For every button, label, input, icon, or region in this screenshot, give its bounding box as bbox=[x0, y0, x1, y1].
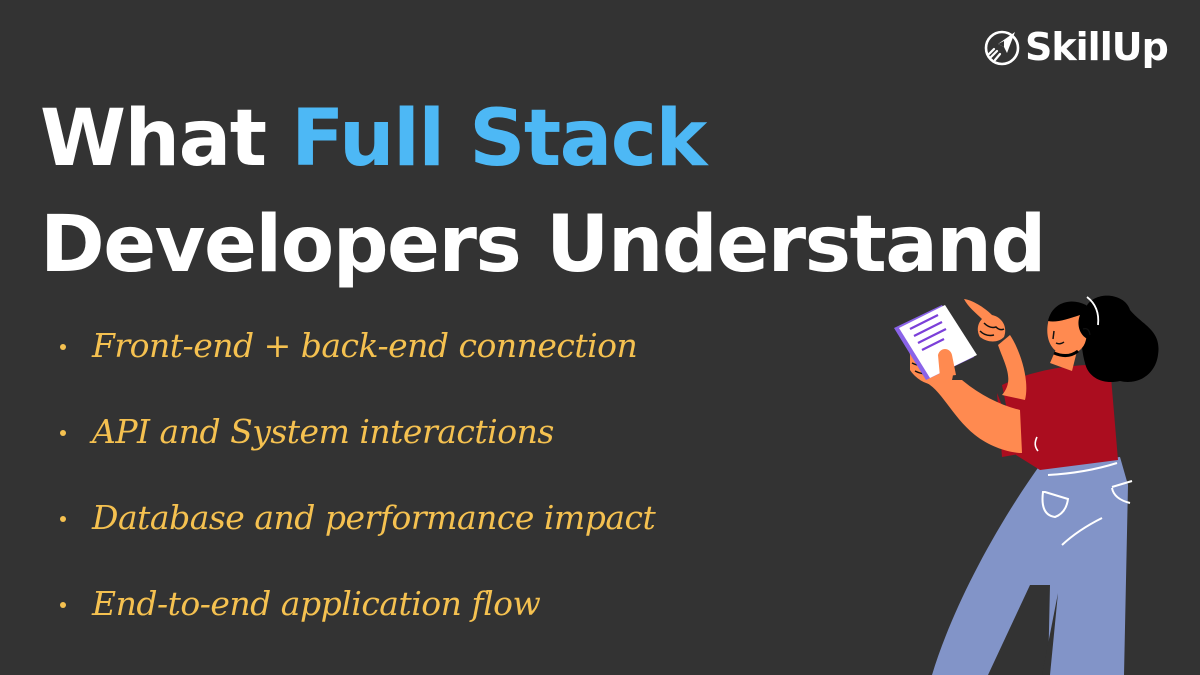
bullet-item: End-to-end application flow bbox=[60, 560, 655, 646]
bullet-dot-icon bbox=[60, 516, 66, 522]
bullet-dot-icon bbox=[60, 602, 66, 608]
bullet-dot-icon bbox=[60, 430, 66, 436]
bullet-dot-icon bbox=[60, 344, 66, 350]
bullet-list: Front-end + back-end connection API and … bbox=[60, 302, 656, 646]
page-title: What Full Stack Developers Understand bbox=[40, 86, 1046, 298]
bullet-text: API and System interactions bbox=[92, 411, 554, 451]
bullet-text: End-to-end application flow bbox=[92, 583, 541, 623]
title-line-2: Developers Understand bbox=[40, 200, 1046, 290]
bullet-item: Database and performance impact bbox=[60, 474, 656, 560]
brand-name: SkillUp bbox=[1025, 25, 1169, 69]
brand-logo: SkillUp bbox=[982, 25, 1169, 69]
woman-reading-illustration bbox=[880, 285, 1200, 675]
title-line-1: What Full Stack bbox=[40, 86, 1045, 192]
bullet-text: Front-end + back-end connection bbox=[92, 325, 638, 365]
bullet-item: Front-end + back-end connection bbox=[60, 302, 655, 388]
paper-plane-in-circle-icon bbox=[982, 27, 1022, 67]
bullet-item: API and System interactions bbox=[60, 388, 655, 474]
title-prefix: What bbox=[40, 94, 292, 184]
woman-with-document-icon bbox=[894, 295, 1159, 675]
bullet-text: Database and performance impact bbox=[92, 497, 656, 537]
title-accent: Full Stack bbox=[291, 94, 707, 184]
